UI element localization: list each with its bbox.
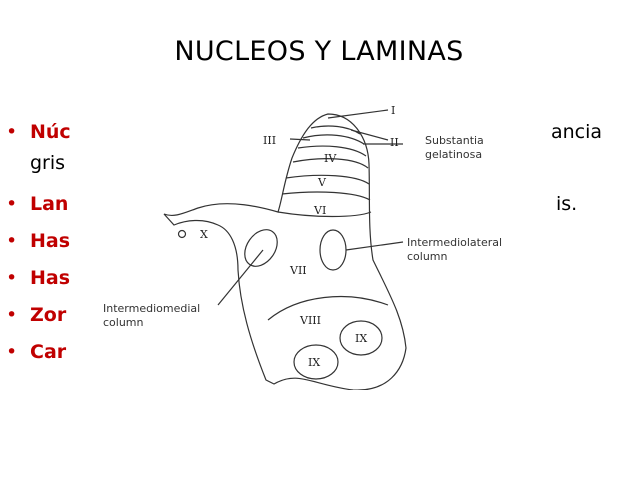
intermediolateral-label: column (407, 250, 448, 263)
bullet-item: • Car (6, 339, 626, 376)
bullet-marker: • (6, 304, 18, 326)
bullet-marker: • (6, 267, 18, 289)
intermediolateral-label: Intermediolateral (407, 236, 502, 249)
leader-line (345, 241, 404, 251)
leader-line (217, 249, 264, 306)
lamina-label: IX (308, 356, 320, 369)
lamina-boundary (310, 125, 361, 135)
intermediomedial-column (244, 229, 278, 267)
lamina-label: VII (289, 264, 307, 277)
leader-line (327, 109, 389, 119)
intermediomedial-label: column (103, 316, 144, 329)
bullet-tail: ancia (551, 121, 603, 143)
laminae-diagram: I II III IV V VI VII VIII IX IX X Substa… (103, 104, 502, 390)
lamina-label: VI (313, 204, 326, 217)
bullet-text: Lan (30, 193, 69, 215)
bullet-marker: • (6, 341, 18, 363)
lamina-label: VIII (299, 314, 321, 327)
leader-line (289, 138, 311, 141)
bullet-list: • Núc gris ancia • Lan is. • Has • Has •… (6, 119, 626, 376)
lamina-label: V (317, 176, 327, 189)
lamina-boundary (302, 134, 365, 145)
lamina-label: III (263, 134, 276, 147)
lamina-boundary (281, 191, 371, 201)
bullet-continuation: gris (30, 152, 66, 174)
bullet-marker: • (6, 121, 18, 143)
central-canal (177, 229, 187, 239)
spinal-cord-laminae-figure: I II III IV V VI VII VIII IX IX X Substa… (98, 100, 524, 390)
bullet-item: • Has (6, 228, 626, 265)
lamina-label: X (200, 228, 208, 241)
bullet-item: • Lan is. (6, 191, 626, 228)
intermediomedial-label: Intermediomedial (103, 302, 200, 315)
lamina-boundary (267, 296, 389, 321)
bullet-item: • Has (6, 265, 626, 302)
bullet-text: Car (30, 341, 67, 363)
substantia-label: Substantia (425, 134, 484, 147)
substantia-label: gelatinosa (425, 148, 482, 161)
gray-matter-outline (163, 113, 407, 390)
bullet-text: Has (30, 267, 71, 289)
lamina-boundary (285, 174, 370, 185)
lamina-label: II (390, 136, 399, 149)
lamina-label: IV (324, 152, 337, 165)
lamina-boundary (277, 211, 372, 218)
bullet-item: • Zor (6, 302, 626, 339)
bullet-marker: • (6, 193, 18, 215)
lamina-ix-nucleus (293, 344, 339, 380)
lamina-label: I (391, 104, 395, 117)
slide-title: NUCLEOS Y LAMINAS (174, 36, 464, 67)
lamina-ix-nucleus (339, 320, 383, 356)
lamina-label: IX (355, 332, 367, 345)
bullet-text: Has (30, 230, 71, 252)
bullet-marker: • (6, 230, 18, 252)
bullet-tail: is. (556, 193, 578, 215)
intermediolateral-column (319, 229, 347, 271)
lamina-boundary (292, 158, 369, 169)
bullet-item: • Núc gris ancia (6, 119, 626, 191)
bullet-text: Zor (30, 304, 67, 326)
bullet-text: Núc (30, 121, 71, 143)
lamina-boundary (297, 145, 367, 157)
leader-line (350, 129, 389, 141)
